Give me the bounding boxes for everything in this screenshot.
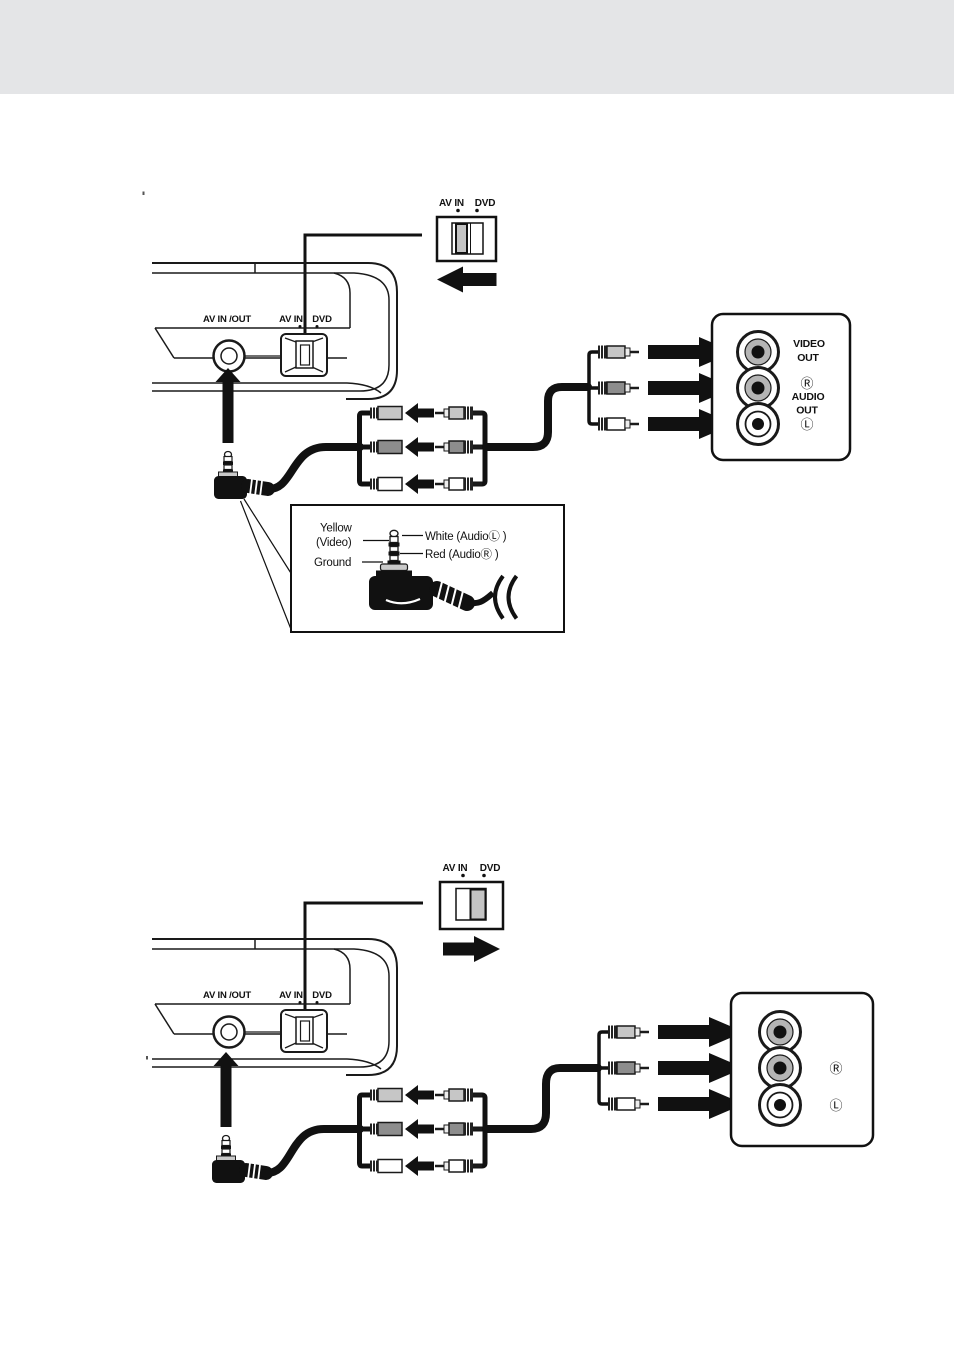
dvd-player-device xyxy=(150,261,399,401)
switch-position-dot xyxy=(315,325,319,328)
video-out-label: OUT xyxy=(797,352,819,364)
slide-left-arrow-icon xyxy=(437,266,497,293)
magnify-leader-line xyxy=(239,500,293,631)
panel-outline xyxy=(729,991,875,1148)
detail-box-outline xyxy=(290,504,565,633)
device-switch-dvd-label: DVD xyxy=(312,990,332,1001)
inset-position-dot xyxy=(475,208,479,213)
switch-inset-av-in: AV IN DVD xyxy=(435,198,498,293)
video-audio-out-panel: VIDEO OUT Ⓡ AUDIO OUT Ⓛ xyxy=(710,312,852,462)
av-plug-and-arrow xyxy=(214,368,268,499)
inset-switch-knob xyxy=(469,888,487,921)
switch-callout-line xyxy=(303,233,422,358)
audio-out-l-jack xyxy=(736,402,780,446)
switch-position-dot xyxy=(298,1001,302,1004)
rca-coupler-block xyxy=(360,403,486,494)
device-switch-dvd-label: DVD xyxy=(312,314,332,325)
plug-detail-box: Yellow (Video) Ground White (AudioⓁ ) Re… xyxy=(290,504,565,633)
magnify-leader-line xyxy=(243,498,293,575)
ground-label: Ground xyxy=(314,557,351,569)
panel-outline xyxy=(710,312,852,462)
inset-switch-knob xyxy=(455,223,468,254)
inset-av-in-label: AV IN xyxy=(443,863,468,874)
white-audio-l-label: White (AudioⓁ ) xyxy=(425,530,507,543)
label-leader-line xyxy=(362,534,423,563)
header-band xyxy=(0,0,954,94)
audio-in-panel: Ⓡ Ⓛ xyxy=(729,991,875,1148)
av-cable xyxy=(482,383,592,451)
rca-plugs-to-panel xyxy=(597,1015,746,1121)
trrs-plug-drawing xyxy=(369,529,519,620)
switch-position-dot xyxy=(315,1001,319,1004)
print-mark xyxy=(146,1056,148,1060)
audio-out-label: AUDIO xyxy=(792,391,825,403)
av-plug-and-arrow xyxy=(212,1052,266,1183)
inset-position-dot xyxy=(456,208,460,213)
diagram-av-in-mode: AV IN /OUT AV IN DVD AV IN DVD xyxy=(150,198,852,633)
inset-av-in-label: AV IN xyxy=(439,198,464,209)
print-mark xyxy=(142,191,145,195)
device-jack-label: AV IN /OUT xyxy=(203,314,251,325)
right-channel-label: Ⓡ xyxy=(800,377,813,392)
left-channel-label: Ⓛ xyxy=(829,1099,842,1114)
audio-l-jack xyxy=(758,1083,802,1127)
yellow-video-label: (Video) xyxy=(316,537,352,549)
device-switch-av-in-label: AV IN xyxy=(279,314,303,325)
inset-dvd-label: DVD xyxy=(480,863,501,874)
av-cable xyxy=(260,1125,364,1178)
device-jack-label: AV IN /OUT xyxy=(203,990,251,1001)
switch-position-dot xyxy=(298,325,302,328)
av-cable xyxy=(262,443,364,494)
diagram-dvd-mode: AV IN /OUT AV IN DVD AV IN DVD Ⓡ xyxy=(150,863,875,1183)
audio-out-label: OUT xyxy=(796,405,818,417)
video-out-label: VIDEO xyxy=(793,338,825,350)
cable-break-mark xyxy=(493,574,519,620)
yellow-video-label: Yellow xyxy=(320,523,353,535)
av-cable xyxy=(482,1064,602,1133)
right-channel-label: Ⓡ xyxy=(829,1062,842,1077)
inset-dvd-label: DVD xyxy=(475,198,496,209)
inset-position-dot xyxy=(482,873,486,878)
switch-inset-dvd: AV IN DVD xyxy=(438,863,505,962)
slide-right-arrow-icon xyxy=(443,936,500,962)
dvd-player-device xyxy=(150,937,399,1077)
device-switch-av-in-label: AV IN xyxy=(279,990,303,1001)
switch-callout-line xyxy=(303,901,423,1034)
audio-r-jack xyxy=(758,1046,802,1090)
inset-position-dot xyxy=(461,873,465,878)
rca-coupler-block xyxy=(360,1085,486,1176)
red-audio-r-label: Red (AudioⓇ ) xyxy=(425,548,499,561)
left-channel-label: Ⓛ xyxy=(800,418,813,433)
